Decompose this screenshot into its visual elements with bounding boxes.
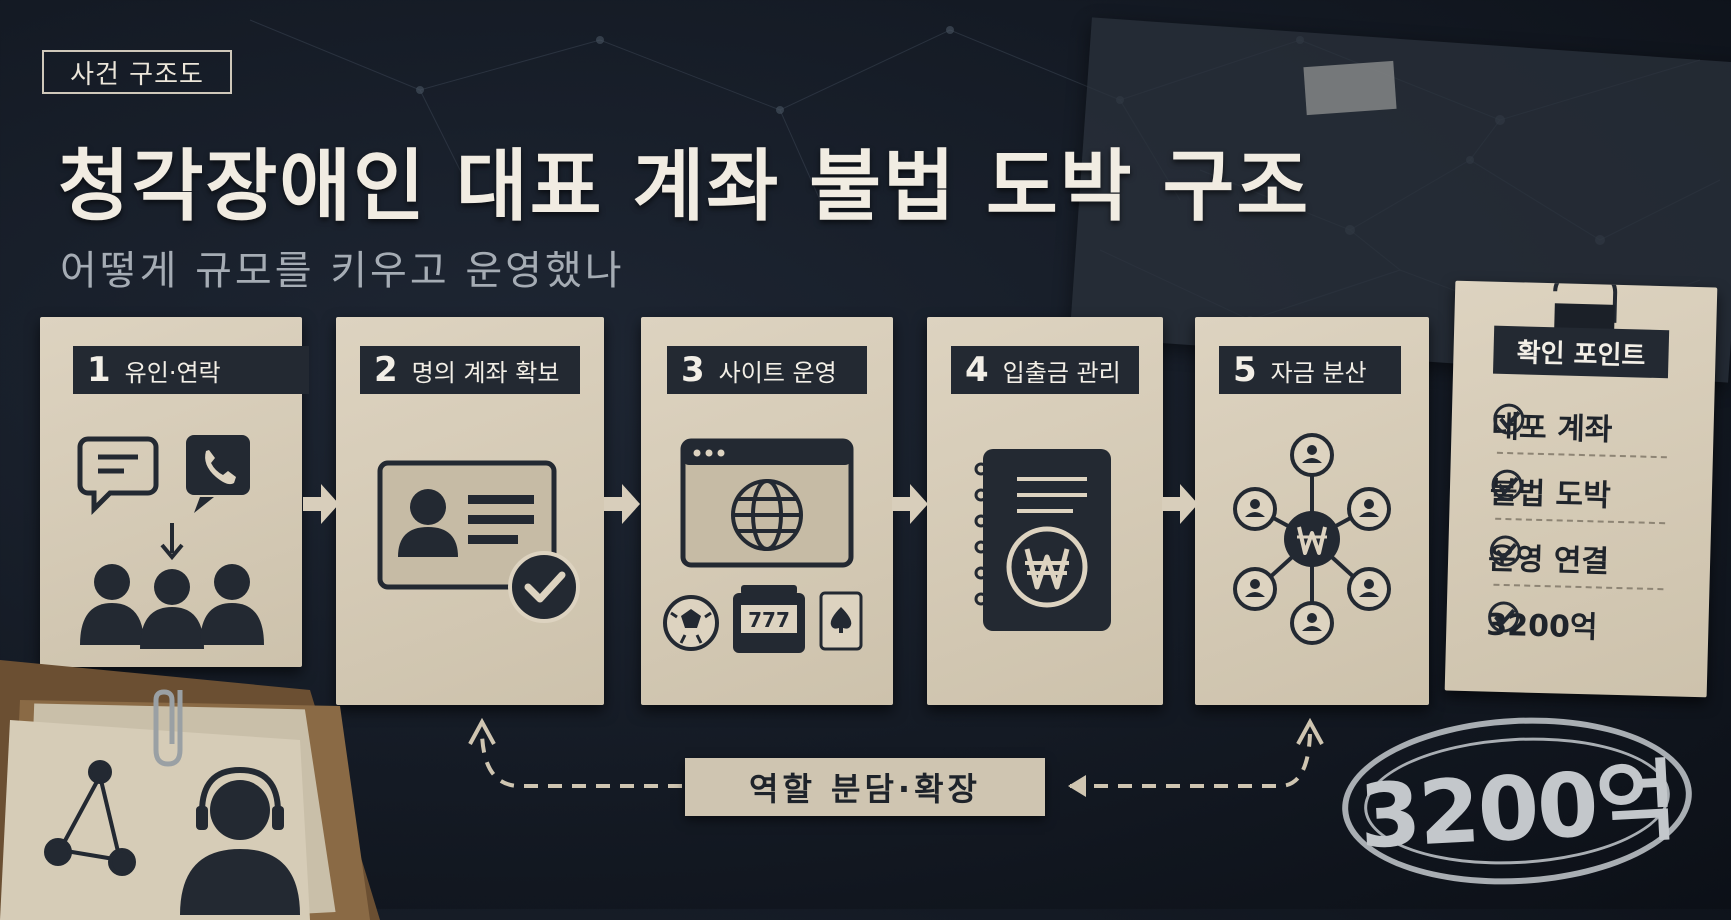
svg-text:777: 777 [748,608,790,632]
people-group-icon [80,564,264,649]
step-number: 2 [374,350,398,390]
flow-arrow-1 [303,484,339,524]
step-number: 4 [965,350,989,390]
paper-clip-icon [153,689,183,767]
step-5-illustration [1233,433,1391,645]
step-4-illustration [974,449,1111,631]
checklist-title: 확인 포인트 [1492,325,1670,379]
chat-bubble-icon [77,436,159,516]
step-label-3: 3 사이트 운영 [667,346,867,394]
step-number: 3 [681,350,705,390]
step-title: 자금 분산 [1270,358,1367,387]
check-badge-icon [508,551,580,623]
flow-arrow-4 [1162,484,1198,524]
won-coin-icon [1006,526,1088,608]
page-subtitle: 어떻게 규모를 키우고 운영했나 [60,248,625,294]
step-label-5: 5 자금 분산 [1219,346,1401,394]
page-title: 청각장애인 대표 계좌 불법 도박 구조 [58,142,1311,232]
step-title: 사이트 운영 [718,358,837,387]
won-coin-icon [1284,511,1340,567]
headset-person-icon [180,766,300,915]
checklist-item: 대포 계좌 [1491,402,1613,449]
soccer-ball-icon [663,595,719,651]
step-card-4: 4 입출금 관리 [927,317,1163,705]
slot-machine-icon: 777 [733,585,805,653]
step-label-2: 2 명의 계좌 확보 [360,346,580,394]
checklist-item: 불법 도박 [1489,468,1611,515]
checklist-item: 3200억 [1486,600,1598,647]
step-title: 명의 계좌 확보 [411,358,560,387]
checklist-card: 확인 포인트 대포 계좌 불법 도박 운영 연결 3200억 [1444,280,1718,698]
checkmark-icon [1489,535,1521,567]
amount-stamp: 3200억 [1337,708,1697,894]
step-number: 5 [1233,350,1257,390]
tape-strip [1303,60,1397,116]
step-card-3: 3 사이트 운영 777 [641,317,893,705]
role-division-label: 역할 분담·확장 [685,758,1045,816]
case-folder [0,660,380,920]
network-diagram-icon [44,760,136,876]
step-label-1: 1 유인·연락 [73,346,309,394]
stamp-amount: 3200억 [1356,748,1678,868]
step-card-1: 1 유인·연락 [40,317,309,667]
step-number: 1 [87,350,111,390]
step-card-2: 2 명의 계좌 확보 [336,317,604,705]
flow-arrow-3 [892,484,928,524]
step-title: 유인·연락 [124,358,221,387]
user-node-icon [1233,433,1391,645]
down-arrow-icon [160,523,184,561]
role-loop-arrows [468,718,1324,797]
flow-arrow-2 [604,484,640,524]
browser-window-icon [680,438,854,568]
spade-card-icon [819,591,863,651]
checkmark-icon [1491,469,1523,501]
case-tag: 사건 구조도 [42,50,232,94]
globe-icon [731,479,803,551]
checkmark-icon [1488,601,1520,633]
step-label-4: 4 입출금 관리 [951,346,1139,394]
step-2-illustration [377,460,580,623]
step-title: 입출금 관리 [1002,358,1121,387]
step-3-illustration: 777 [663,438,863,653]
checkmark-icon [1493,403,1525,435]
phone-icon [186,435,250,513]
step-card-5: 5 자금 분산 [1195,317,1429,705]
checklist-item: 운영 연결 [1488,534,1610,581]
step-1-illustration [77,435,264,649]
id-card-icon [377,460,557,590]
